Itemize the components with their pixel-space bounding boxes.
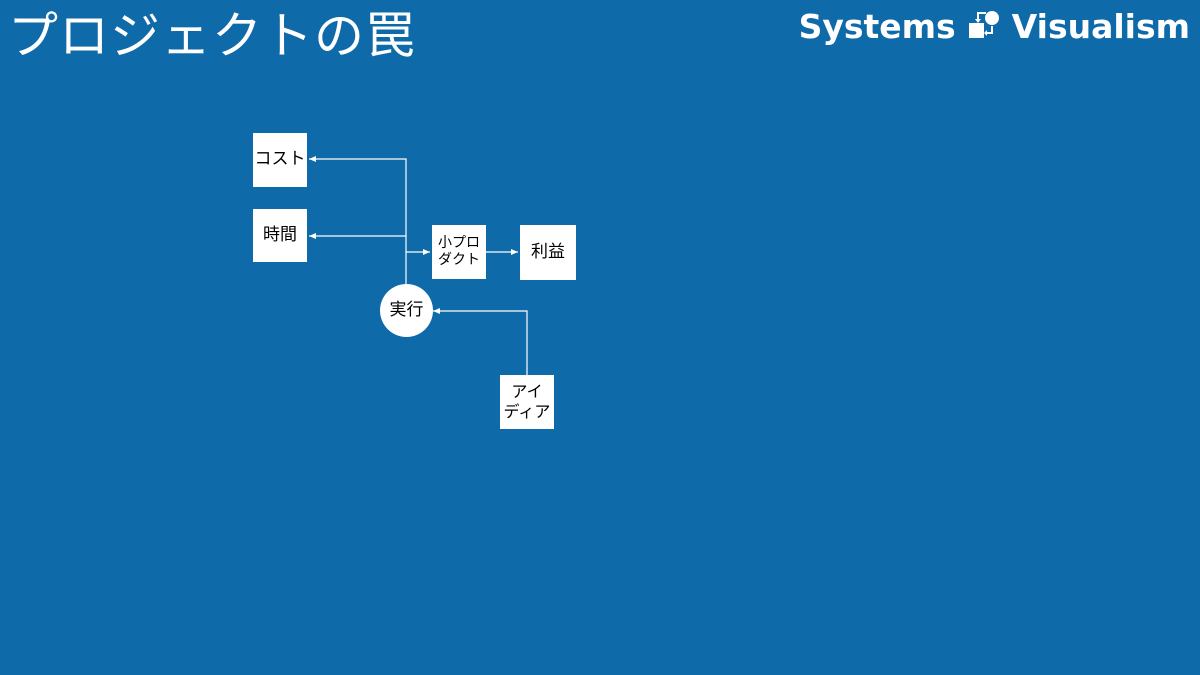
link-execution-to-cost [309, 156, 407, 284]
logo-text-visualism: Visualism [1011, 6, 1190, 46]
systems-visualism-logo: Systems Visualism [799, 6, 1190, 46]
node-cost: コスト [253, 133, 307, 187]
logo-text-systems: Systems [798, 6, 956, 46]
node-small-product: 小プロ ダクト [432, 225, 486, 279]
slide-title: プロジェクトの罠 [8, 7, 416, 65]
link-idea-to-execution [433, 308, 528, 375]
node-time: 時間 [253, 209, 307, 262]
node-execution: 実行 [380, 284, 433, 337]
systems-visualism-logo-icon [968, 11, 999, 38]
node-idea: アイ ディア [500, 375, 554, 429]
node-profit: 利益 [520, 225, 576, 280]
